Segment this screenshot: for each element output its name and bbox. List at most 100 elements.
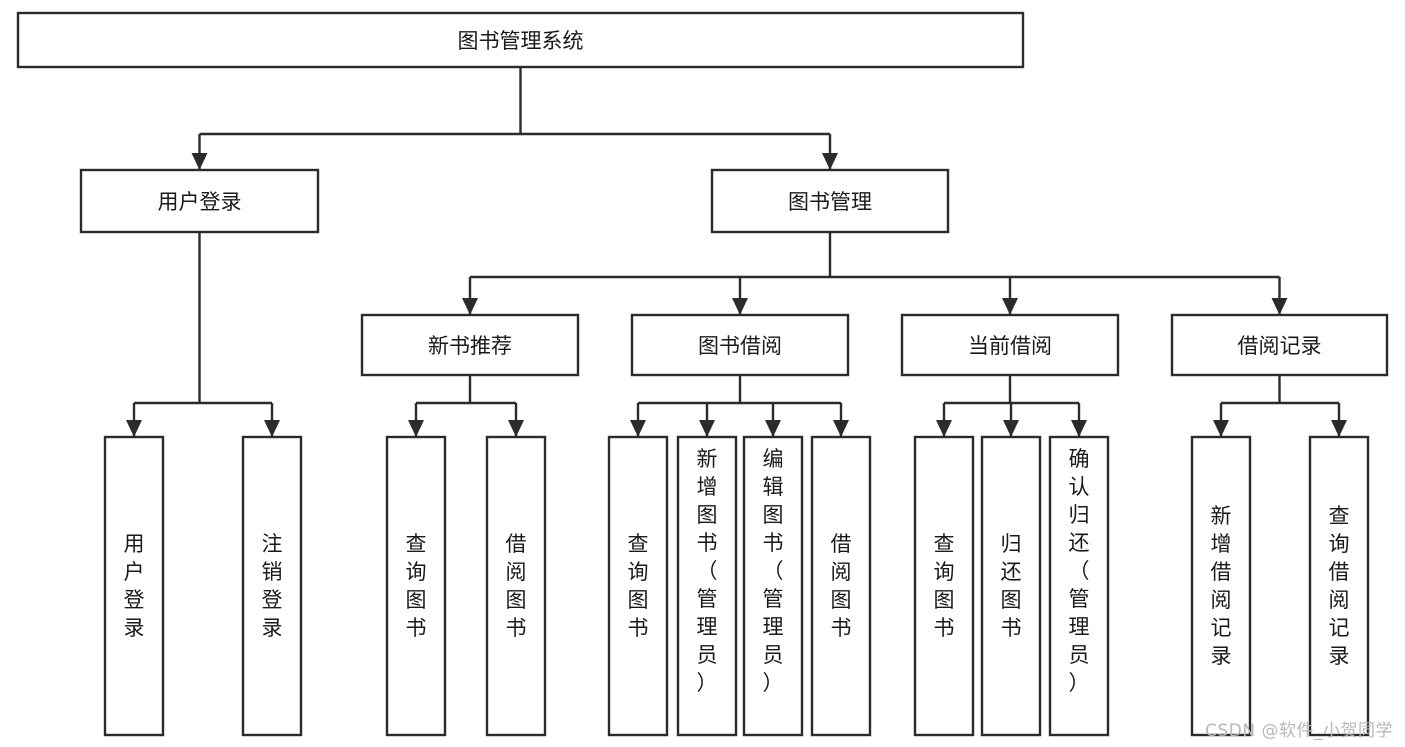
svg-text:理: 理 — [1069, 615, 1090, 639]
node-level2-0[interactable]: 用户登录 — [79, 168, 320, 234]
leaf-node-7-box[interactable] — [810, 435, 872, 737]
svg-text:查: 查 — [1329, 504, 1350, 528]
svg-text:书: 书 — [1001, 616, 1022, 640]
leaf-node-2-box[interactable] — [385, 435, 447, 737]
leaf-node-5-box[interactable] — [676, 435, 738, 737]
svg-text:（: （ — [763, 559, 784, 583]
svg-text:借: 借 — [506, 532, 527, 556]
svg-text:（: （ — [1069, 559, 1090, 583]
leaf-node-6-box[interactable] — [742, 435, 804, 737]
svg-text:）: ） — [1069, 671, 1090, 695]
arrow-head-icon — [732, 298, 748, 315]
svg-text:询: 询 — [934, 560, 955, 584]
watermark-text: CSDN @软件_小贺同学 — [1205, 721, 1393, 741]
svg-text:图: 图 — [1001, 588, 1022, 612]
svg-text:阅: 阅 — [831, 560, 852, 584]
arrow-head-icon — [462, 298, 478, 315]
svg-text:查: 查 — [406, 532, 427, 556]
node-level3-3-label: 借阅记录 — [1238, 334, 1322, 358]
arrow-head-icon — [1213, 420, 1229, 437]
svg-text:询: 询 — [1329, 532, 1350, 556]
arrow-head-icon — [408, 420, 424, 437]
arrow-head-icon — [1271, 298, 1288, 315]
svg-text:编: 编 — [763, 447, 784, 471]
svg-text:还: 还 — [1069, 531, 1090, 555]
node-level2-1[interactable]: 图书管理 — [710, 168, 950, 234]
node-level3-3-box[interactable] — [1170, 313, 1389, 377]
node-level2-1-box[interactable] — [710, 168, 950, 234]
node-root-system[interactable]: 图书管理系统 — [16, 11, 1025, 69]
svg-text:户: 户 — [124, 560, 145, 584]
leaf-node-3-box[interactable] — [485, 435, 547, 737]
svg-text:录: 录 — [1211, 644, 1232, 668]
leaf-node-1-box[interactable] — [241, 435, 303, 737]
leaf-node-0-box[interactable] — [103, 435, 165, 737]
node-level3-0[interactable]: 新书推荐 — [360, 313, 580, 377]
node-level2-0-box[interactable] — [79, 168, 320, 234]
leaf-node-11-box[interactable] — [1190, 435, 1252, 737]
svg-text:图: 图 — [406, 588, 427, 612]
node-level3-3[interactable]: 借阅记录 — [1170, 313, 1389, 377]
svg-text:登: 登 — [124, 588, 145, 612]
node-level3-1[interactable]: 图书借阅 — [630, 313, 850, 377]
svg-text:书: 书 — [934, 616, 955, 640]
svg-text:图: 图 — [628, 588, 649, 612]
node-level3-1-box[interactable] — [630, 313, 850, 377]
svg-text:员: 员 — [763, 643, 784, 667]
svg-text:询: 询 — [628, 560, 649, 584]
node-level3-0-box[interactable] — [360, 313, 580, 377]
node-level3-2-label: 当前借阅 — [968, 334, 1052, 358]
svg-text:图: 图 — [506, 588, 527, 612]
arrow-head-icon — [833, 420, 849, 437]
svg-text:销: 销 — [262, 560, 283, 584]
node-level3-2[interactable]: 当前借阅 — [900, 313, 1120, 377]
svg-text:图: 图 — [831, 588, 852, 612]
svg-text:录: 录 — [124, 616, 145, 640]
arrow-head-icon — [822, 153, 838, 170]
arrow-head-icon — [936, 420, 952, 437]
leaf-node-4-box[interactable] — [607, 435, 669, 737]
node-root-system-box[interactable] — [16, 11, 1025, 69]
node-level3-0-label: 新书推荐 — [428, 334, 512, 358]
leaf-node-0[interactable]: 用户登录 — [103, 435, 165, 737]
svg-text:管: 管 — [697, 587, 718, 611]
node-level2-0-label: 用户登录 — [158, 190, 242, 214]
svg-text:书: 书 — [763, 531, 784, 555]
arrow-head-icon — [630, 420, 646, 437]
node-level3-1-label: 图书借阅 — [698, 334, 782, 358]
leaf-node-0-label: 用户登录 — [124, 532, 145, 640]
arrow-head-icon — [1071, 420, 1087, 437]
svg-text:用: 用 — [124, 532, 145, 556]
svg-text:记: 记 — [1211, 616, 1232, 640]
leaf-node-9-box[interactable] — [980, 435, 1042, 737]
leaf-node-10-box[interactable] — [1048, 435, 1110, 737]
svg-text:图: 图 — [697, 503, 718, 527]
svg-text:增: 增 — [697, 475, 718, 499]
svg-text:确: 确 — [1069, 447, 1090, 471]
leaf-node-8-box[interactable] — [913, 435, 975, 737]
connectors-layer — [126, 67, 1347, 437]
svg-text:书: 书 — [406, 616, 427, 640]
svg-text:新: 新 — [697, 447, 718, 471]
node-root-system-label: 图书管理系统 — [458, 29, 584, 53]
node-level3-2-box[interactable] — [900, 313, 1120, 377]
svg-text:认: 认 — [1069, 475, 1090, 499]
leaf-node-12-box[interactable] — [1308, 435, 1370, 737]
